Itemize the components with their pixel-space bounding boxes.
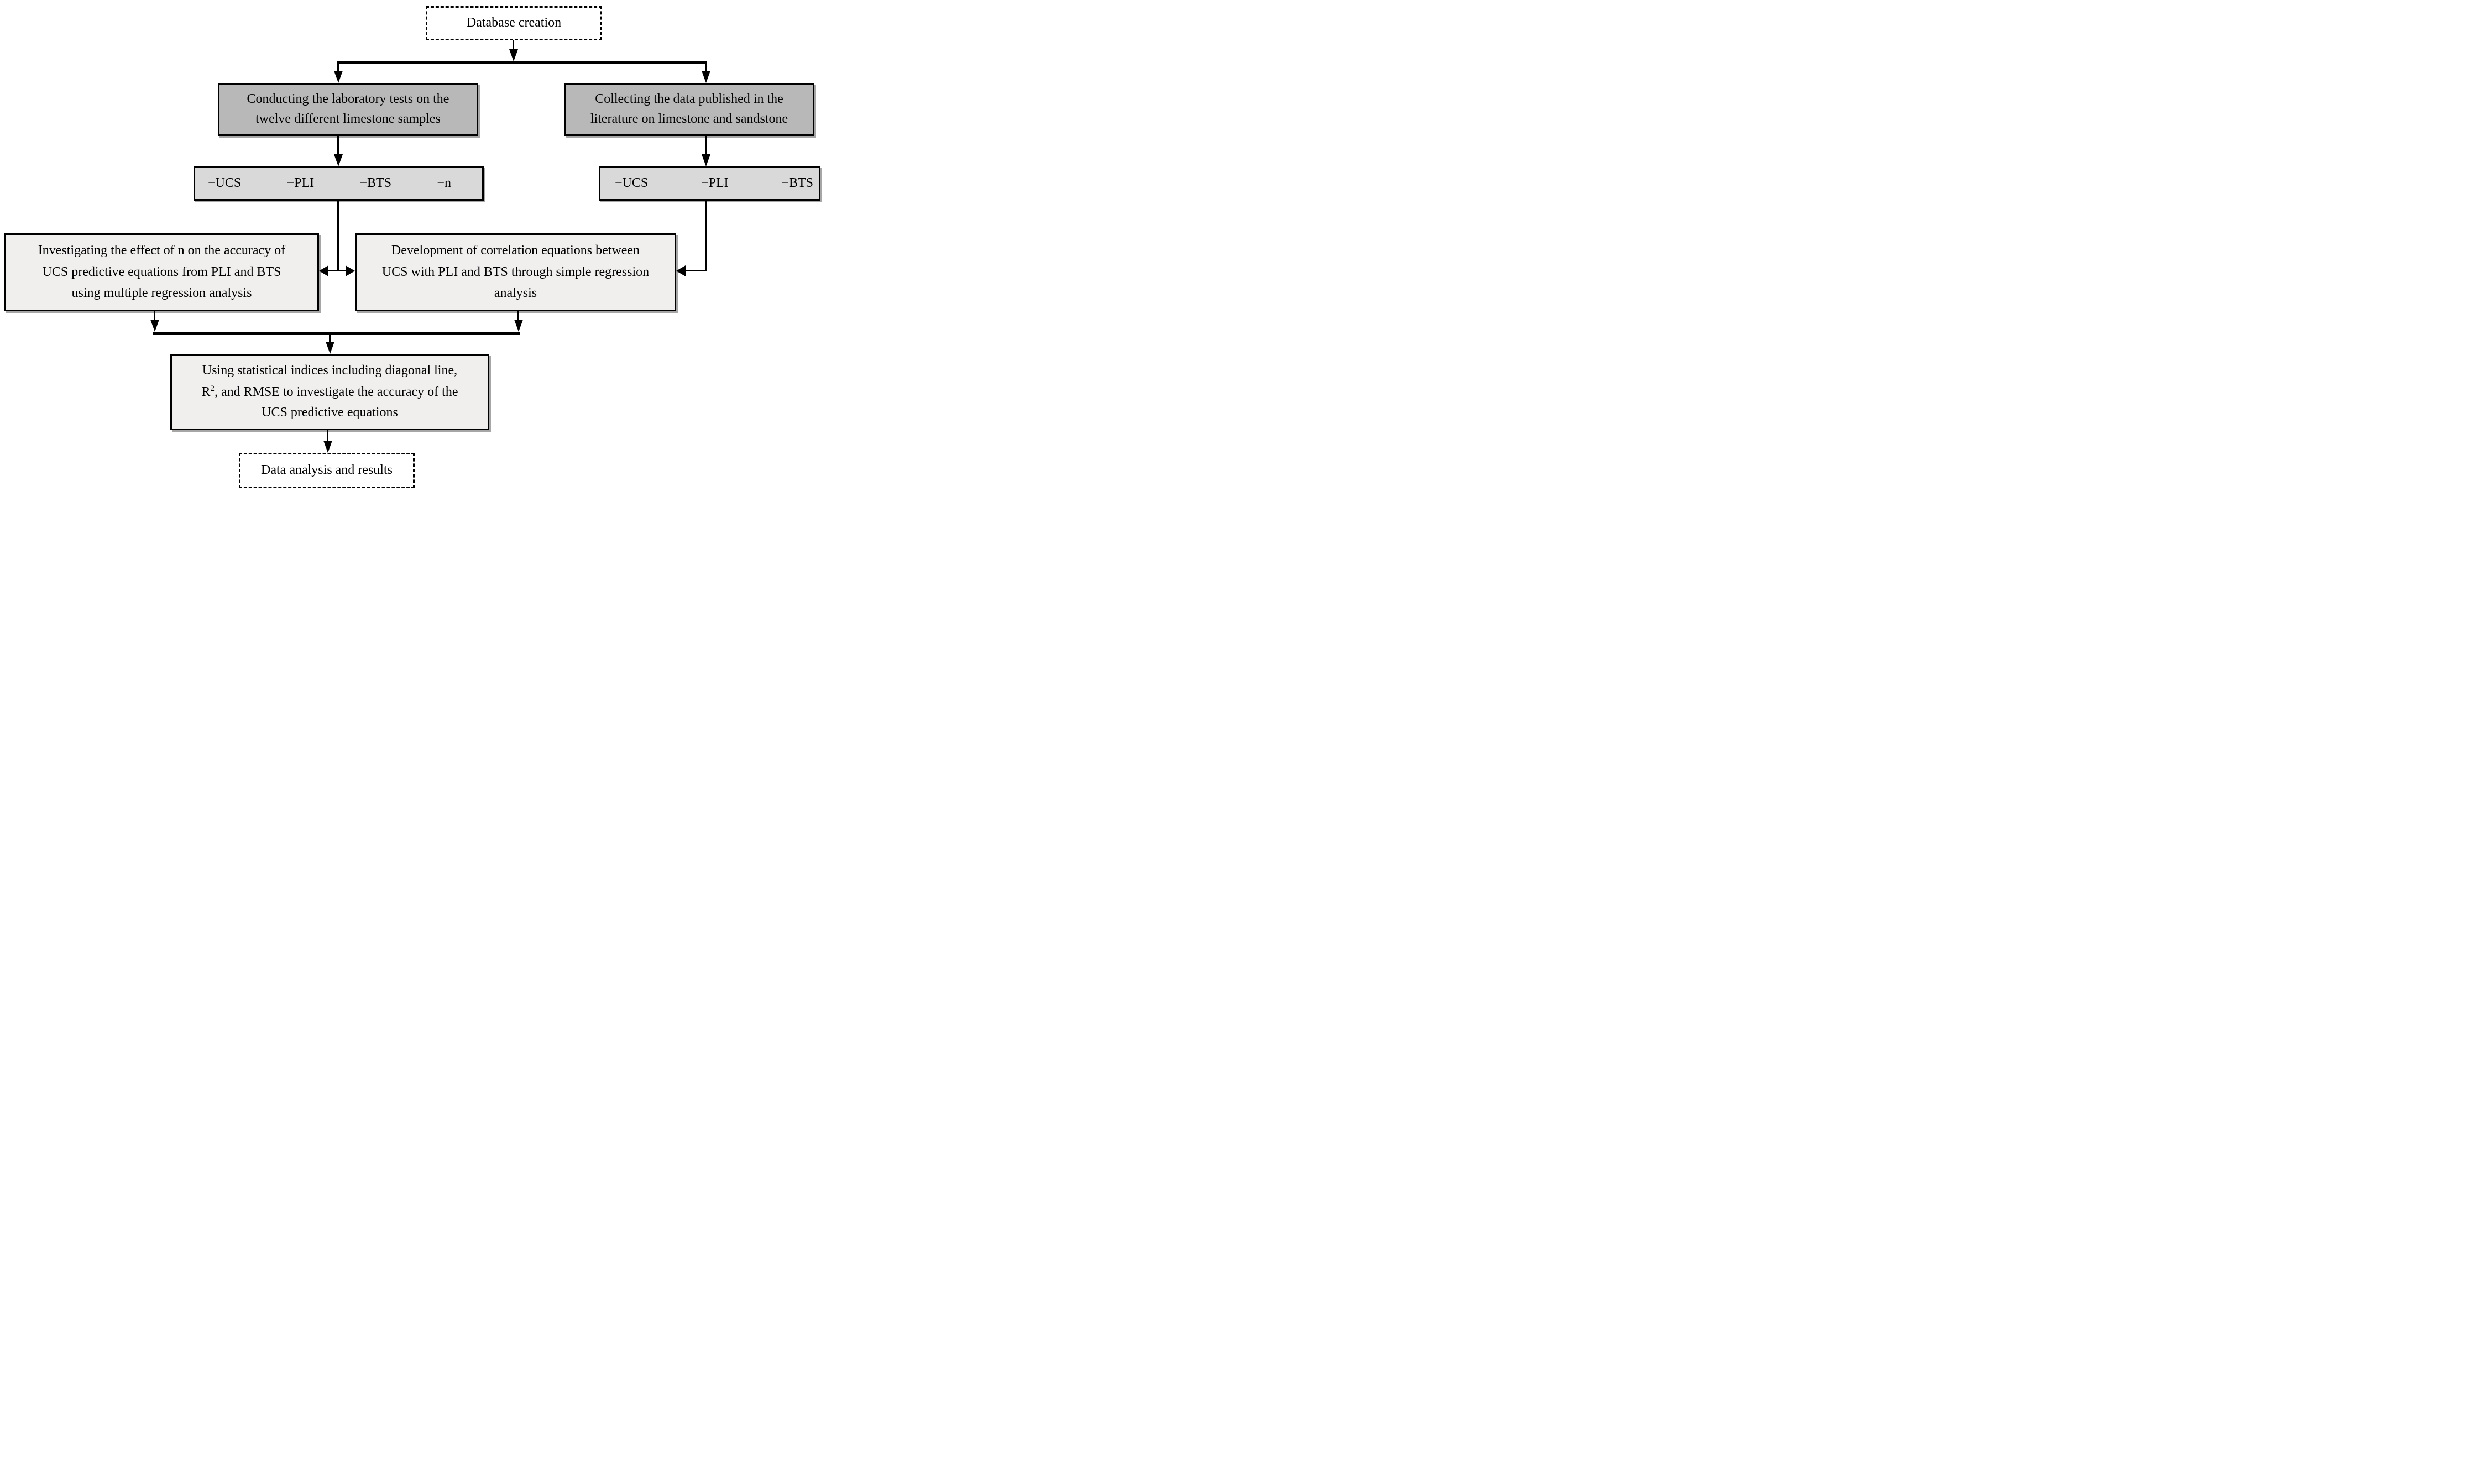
literature-data-line-1: Collecting the data published in the xyxy=(595,91,783,106)
arrowhead-into-simple-regression-right-icon xyxy=(676,265,686,276)
connector-multiple-regression-drop xyxy=(154,311,155,321)
connector-statistics-to-results xyxy=(327,430,328,442)
multiple-regression-box: Investigating the effect of n on the acc… xyxy=(4,233,319,311)
database-creation-label: Database creation xyxy=(466,15,562,30)
connector-branch-right xyxy=(705,64,707,71)
literature-param-bts: −BTS xyxy=(781,176,813,191)
lab-tests-line-2: twelve different limestone samples xyxy=(255,112,441,127)
statistical-indices-line-1: Using statistical indices including diag… xyxy=(202,363,458,378)
literature-parameters-box: −UCS −PLI −BTS xyxy=(599,166,820,201)
arrowhead-database-drop-icon xyxy=(509,49,518,61)
arrowhead-branch-right-icon xyxy=(702,71,710,83)
multiple-regression-line-2: UCS predictive equations from PLI and BT… xyxy=(42,264,281,279)
connector-database-drop xyxy=(513,40,514,50)
simple-regression-box: Development of correlation equations bet… xyxy=(355,233,676,311)
connector-double-arrow-line xyxy=(327,270,347,271)
connector-lab-tests-to-params xyxy=(337,136,339,155)
arrowhead-into-simple-regression-left-icon xyxy=(346,265,355,276)
statistical-indices-line-2: R2, and RMSE to investigate the accuracy… xyxy=(202,384,458,400)
statistical-indices-box: Using statistical indices including diag… xyxy=(170,354,489,430)
literature-param-pli: −PLI xyxy=(701,176,729,191)
data-analysis-box: Data analysis and results xyxy=(239,453,415,488)
r-superscript: 2 xyxy=(210,384,215,393)
connector-simple-regression-drop xyxy=(517,311,519,321)
arrowhead-statistics-icon xyxy=(326,342,334,354)
lab-tests-box: Conducting the laboratory tests on the t… xyxy=(218,83,478,136)
connector-literature-params-elbow xyxy=(686,270,707,271)
arrowhead-merge-right-icon xyxy=(514,320,523,332)
connector-merge-to-statistics xyxy=(329,335,331,343)
statistical-indices-line-2-rest: , and RMSE to investigate the accuracy o… xyxy=(214,384,458,399)
arrowhead-merge-left-icon xyxy=(150,320,159,332)
arrowhead-lab-params-icon xyxy=(334,154,343,166)
literature-data-box: Collecting the data published in the lit… xyxy=(564,83,814,136)
multiple-regression-line-1: Investigating the effect of n on the acc… xyxy=(38,243,286,258)
lab-param-pli: −PLI xyxy=(286,176,315,191)
statistical-indices-line-3: UCS predictive equations xyxy=(262,405,398,420)
lab-parameters-box: −UCS −PLI −BTS −n xyxy=(194,166,484,201)
lab-tests-line-1: Conducting the laboratory tests on the xyxy=(247,91,449,106)
connector-merge-bar xyxy=(153,332,520,335)
simple-regression-line-3: analysis xyxy=(494,286,537,301)
simple-regression-line-1: Development of correlation equations bet… xyxy=(391,243,640,258)
lab-param-ucs: −UCS xyxy=(208,176,242,191)
database-creation-box: Database creation xyxy=(426,6,602,40)
flowchart-canvas: Database creation Conducting the laborat… xyxy=(0,0,824,495)
arrowhead-results-icon xyxy=(323,441,332,453)
data-analysis-label: Data analysis and results xyxy=(261,463,393,478)
arrowhead-into-multiple-regression-icon xyxy=(319,265,328,276)
literature-param-ucs: −UCS xyxy=(615,176,649,191)
connector-top-distribution-bar xyxy=(337,61,707,64)
lab-param-n: −n xyxy=(437,176,451,191)
connector-literature-params-drop xyxy=(705,201,707,271)
arrowhead-branch-left-icon xyxy=(334,71,343,83)
multiple-regression-line-3: using multiple regression analysis xyxy=(71,286,252,301)
literature-data-line-2: literature on limestone and sandstone xyxy=(590,112,788,127)
connector-branch-left xyxy=(337,64,339,71)
r-symbol: R xyxy=(201,384,211,399)
simple-regression-line-2: UCS with PLI and BTS through simple regr… xyxy=(381,264,650,279)
arrowhead-literature-params-icon xyxy=(702,154,710,166)
connector-lab-params-drop xyxy=(337,201,339,271)
lab-param-bts: −BTS xyxy=(359,176,392,191)
connector-literature-to-params xyxy=(705,136,707,155)
